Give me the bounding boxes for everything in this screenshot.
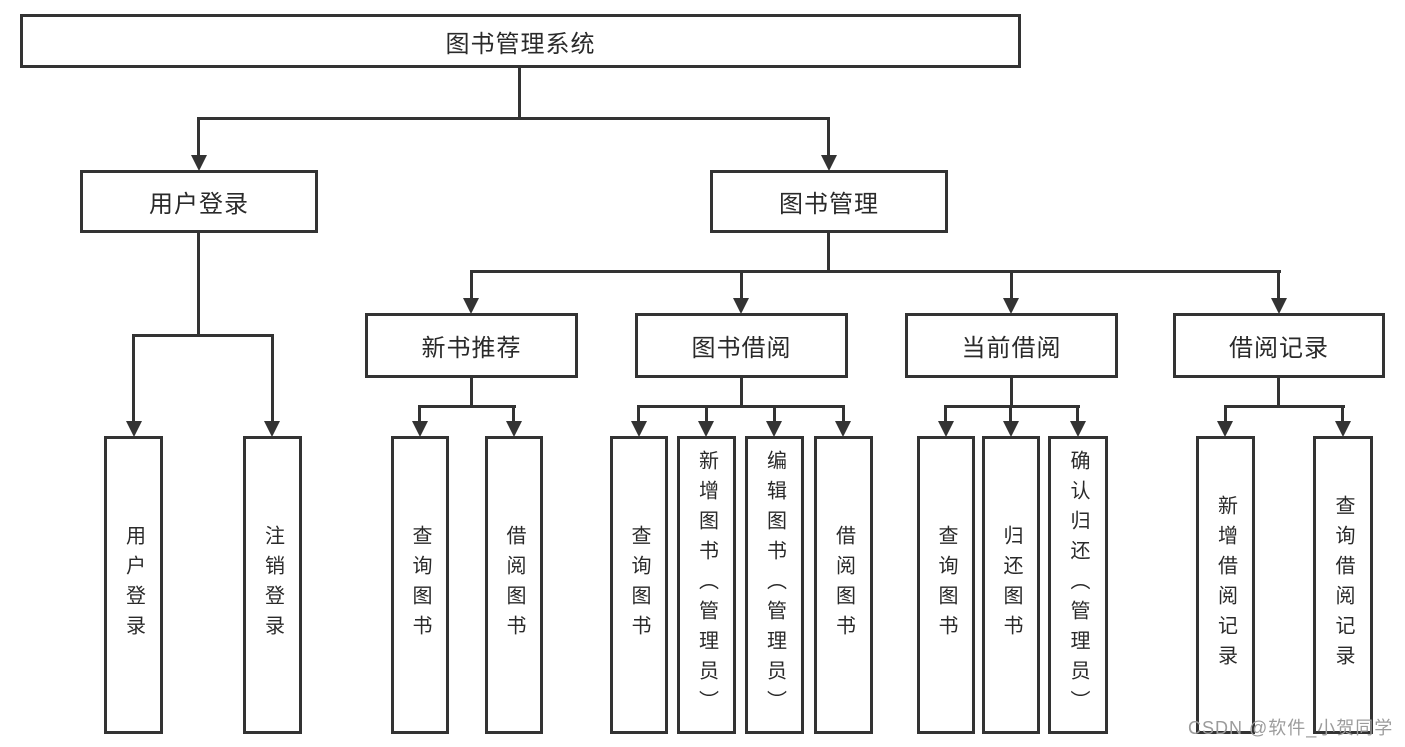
connector-line xyxy=(827,233,830,273)
node-label: 借阅记录 xyxy=(1229,335,1329,362)
leaf-borrowing-borrow: 借阅图书 xyxy=(814,436,873,734)
connector-line xyxy=(944,405,947,423)
arrowhead xyxy=(191,155,207,171)
connector-line xyxy=(197,117,830,120)
leaf-newbooks-query: 查询图书 xyxy=(391,436,449,734)
connector-line xyxy=(944,405,1080,408)
leaf-label: 归还图书 xyxy=(1000,525,1022,645)
connector-line xyxy=(197,233,200,337)
leaf-label: 用户登录 xyxy=(122,525,145,645)
node-label: 新书推荐 xyxy=(421,335,522,362)
arrowhead xyxy=(1003,421,1019,437)
connector-line xyxy=(1009,405,1012,423)
leaf-current-return: 归还图书 xyxy=(982,436,1040,734)
leaf-user-login: 用户登录 xyxy=(104,436,163,734)
leaf-label: 查询图书 xyxy=(628,525,650,645)
connector-line xyxy=(740,377,743,408)
connector-line xyxy=(773,405,776,423)
leaf-label: 查询图书 xyxy=(935,525,957,645)
arrowhead xyxy=(733,298,749,314)
connector-line xyxy=(197,117,200,157)
leaf-label: 新增图书（管理员） xyxy=(695,450,718,720)
node-book-borrowing: 图书借阅 xyxy=(635,313,848,378)
arrowhead xyxy=(835,421,851,437)
node-label: 图书借阅 xyxy=(691,335,792,362)
connector-line xyxy=(271,334,274,423)
arrowhead xyxy=(1217,421,1233,437)
node-new-book-recommend: 新书推荐 xyxy=(365,313,578,378)
arrowhead xyxy=(698,421,714,437)
connector-line xyxy=(470,270,473,300)
connector-line xyxy=(512,405,515,423)
connector-line xyxy=(518,68,521,117)
arrowhead xyxy=(412,421,428,437)
node-book-management-branch: 图书管理 xyxy=(710,170,948,233)
connector-line xyxy=(470,270,1281,273)
leaf-label: 编辑图书（管理员） xyxy=(763,450,786,720)
connector-line xyxy=(132,334,274,337)
connector-line xyxy=(705,405,708,423)
arrowhead xyxy=(1070,421,1086,437)
node-user-login-branch: 用户登录 xyxy=(80,170,318,233)
connector-line xyxy=(842,405,845,423)
leaf-borrowing-edit-admin: 编辑图书（管理员） xyxy=(745,436,804,734)
arrowhead xyxy=(821,155,837,171)
connector-line xyxy=(419,405,516,408)
arrowhead xyxy=(264,421,280,437)
node-label: 图书管理系统 xyxy=(445,30,596,58)
leaf-label: 借阅图书 xyxy=(832,525,855,645)
connector-line xyxy=(740,270,743,300)
connector-line xyxy=(827,117,830,157)
connector-line xyxy=(1277,270,1280,300)
leaf-records-query: 查询借阅记录 xyxy=(1313,436,1373,734)
node-label: 当前借阅 xyxy=(961,335,1062,362)
connector-line xyxy=(637,405,640,423)
connector-line xyxy=(1076,405,1079,423)
connector-line xyxy=(470,377,473,408)
arrowhead xyxy=(631,421,647,437)
connector-line xyxy=(1224,405,1227,423)
leaf-label: 查询图书 xyxy=(409,525,431,645)
arrowhead xyxy=(463,298,479,314)
leaf-newbooks-borrow: 借阅图书 xyxy=(485,436,543,734)
node-label: 用户登录 xyxy=(149,191,249,218)
leaf-records-add: 新增借阅记录 xyxy=(1196,436,1255,734)
connector-line xyxy=(637,405,845,408)
node-label: 图书管理 xyxy=(779,191,879,218)
arrowhead xyxy=(506,421,522,437)
leaf-current-confirm-admin: 确认归还（管理员） xyxy=(1048,436,1108,734)
leaf-label: 新增借阅记录 xyxy=(1214,495,1237,675)
arrowhead xyxy=(1003,298,1019,314)
leaf-borrowing-query: 查询图书 xyxy=(610,436,668,734)
leaf-label: 确认归还（管理员） xyxy=(1067,450,1089,720)
arrowhead xyxy=(938,421,954,437)
node-borrow-records: 借阅记录 xyxy=(1173,313,1385,378)
node-root-library-system: 图书管理系统 xyxy=(20,14,1021,68)
arrowhead xyxy=(766,421,782,437)
arrowhead xyxy=(126,421,142,437)
leaf-borrowing-add-admin: 新增图书（管理员） xyxy=(677,436,736,734)
connector-line xyxy=(418,405,421,423)
csdn-watermark: CSDN @软件_小贺同学 xyxy=(1188,718,1394,738)
connector-line xyxy=(1277,377,1280,408)
leaf-logout: 注销登录 xyxy=(243,436,302,734)
connector-line xyxy=(132,334,135,423)
connector-line xyxy=(1010,377,1013,408)
leaf-label: 借阅图书 xyxy=(503,525,525,645)
connector-line xyxy=(1010,270,1013,300)
arrowhead xyxy=(1271,298,1287,314)
leaf-label: 查询借阅记录 xyxy=(1332,495,1354,675)
connector-line xyxy=(1341,405,1344,423)
leaf-label: 注销登录 xyxy=(261,525,284,645)
leaf-current-query: 查询图书 xyxy=(917,436,975,734)
node-current-borrowing: 当前借阅 xyxy=(905,313,1118,378)
connector-line xyxy=(1224,405,1345,408)
arrowhead xyxy=(1335,421,1351,437)
